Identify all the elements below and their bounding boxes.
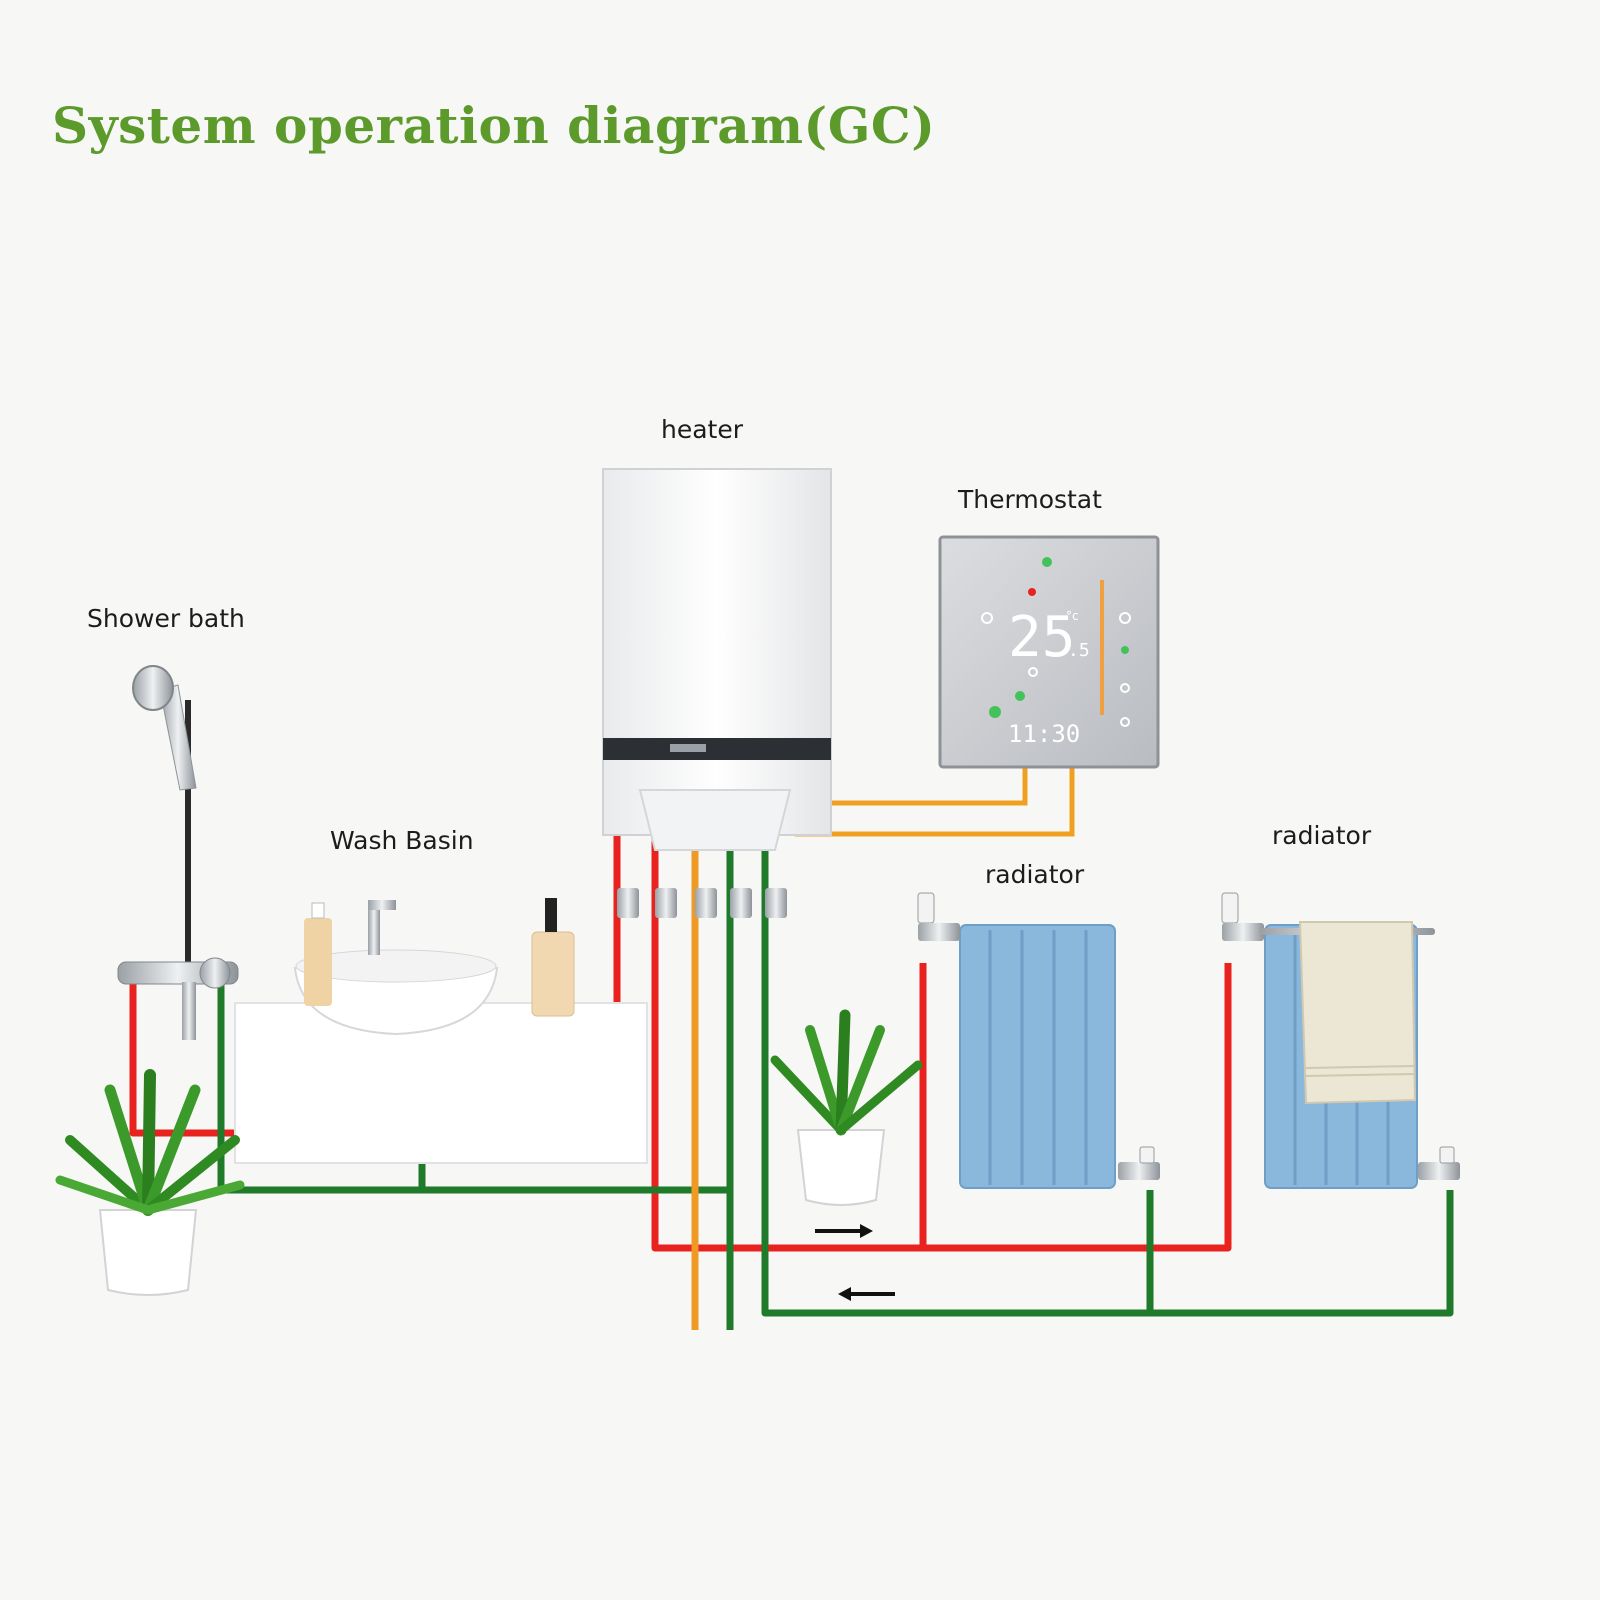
radiator-1 [917,892,1160,1189]
plant-middle [770,1009,923,1206]
thermostat-label: Thermostat [958,485,1102,514]
page-title: System operation diagram(GC) [52,96,936,155]
shower-handle [199,957,231,989]
wash-basin-label: Wash Basin [330,826,474,855]
soap-bottle-left [304,902,332,1006]
heater-label: heater [661,415,744,444]
wash-basin-cabinet [234,1002,648,1164]
radiator-label-2: radiator [1272,821,1372,850]
flow-arrow-right [815,1224,873,1238]
radiator-label-1: radiator [985,860,1085,889]
thermostat-decimal: .5 [1068,640,1090,661]
thermostat-temperature: 25 [1008,605,1075,670]
soap-bottle-right [531,898,575,1017]
boiler-valves [617,888,787,918]
wash-basin [293,900,499,1036]
thermostat [938,535,1160,769]
thermostat-time: 11:30 [1008,720,1080,748]
thermostat-wires [795,768,1075,837]
towel [1298,921,1417,1105]
flow-arrow-left [838,1287,895,1301]
shower-label: Shower bath [87,604,245,633]
heater-boiler [602,468,832,851]
thermostat-unit: °c [1066,609,1079,623]
plant-left [55,1069,245,1296]
